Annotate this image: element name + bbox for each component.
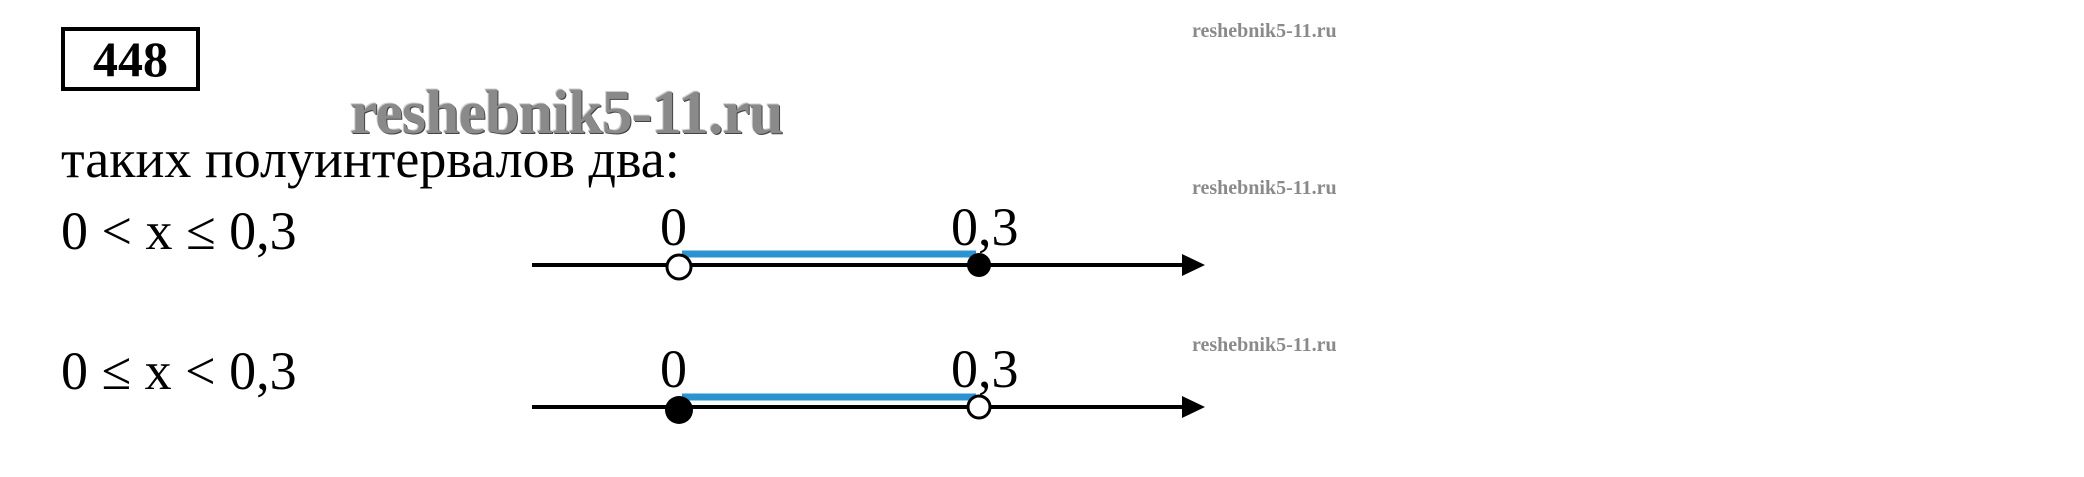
inequality-1: 0 < x ≤ 0,3: [61, 201, 297, 261]
watermark-large: reshebnik5-11.ru: [350, 79, 783, 147]
label-zero: 0: [660, 339, 687, 399]
axis-arrow-icon: [1182, 396, 1205, 418]
closed-point-icon: [665, 396, 693, 424]
open-point-icon: [665, 253, 693, 281]
intro-text: таких полуинтервалов два:: [61, 129, 680, 189]
watermark-small: reshebnik5-11.ru: [1192, 20, 1337, 42]
number-line-2: 0 0,3: [532, 339, 1205, 424]
axis-arrow-icon: [1182, 254, 1205, 276]
inequality-2: 0 ≤ x < 0,3: [61, 341, 297, 401]
watermark-small: reshebnik5-11.ru: [1192, 177, 1337, 199]
number-line-1: 0 0,3: [532, 197, 1205, 281]
closed-point-icon: [967, 253, 991, 277]
label-right: 0,3: [951, 197, 1019, 257]
label-right: 0,3: [951, 339, 1019, 399]
open-point-icon: [966, 394, 992, 420]
problem-number: 448: [61, 27, 200, 91]
label-zero: 0: [660, 197, 687, 257]
watermark-small: reshebnik5-11.ru: [1192, 334, 1337, 356]
